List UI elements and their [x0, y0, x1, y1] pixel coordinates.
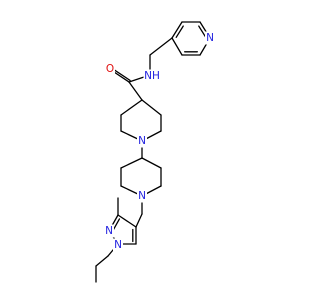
atom-label-bg — [113, 238, 123, 252]
atom-label-bg — [137, 189, 147, 203]
bond-19 — [120, 157, 143, 169]
atom-label-bg — [143, 69, 161, 83]
bond-2 — [171, 37, 183, 56]
bond-6 — [128, 81, 143, 101]
bond-22 — [117, 214, 137, 228]
double-bond-38 — [112, 218, 121, 231]
atom-label-n2: N — [138, 190, 146, 202]
double-bond-30 — [198, 25, 207, 38]
bond-3 — [149, 37, 173, 56]
bond-7 — [141, 99, 162, 116]
atom-label-o1: O — [106, 63, 114, 75]
bond-33 — [171, 21, 183, 39]
atom-label-bg — [105, 62, 115, 76]
double-bond-34 — [175, 25, 184, 38]
double-bond-36 — [111, 67, 131, 82]
atom-label-nh: NH — [144, 70, 160, 82]
atom-label-bg — [137, 134, 147, 148]
atom-label-n1: N — [138, 135, 146, 147]
atom-label-npz2: N — [105, 225, 113, 237]
atom-label-bg — [104, 224, 114, 238]
bond-12 — [120, 99, 143, 116]
atom-label-bg — [205, 31, 215, 45]
bond-21 — [135, 213, 143, 228]
atom-label-npy: N — [206, 32, 214, 44]
bond-14 — [141, 157, 162, 169]
bond-27 — [95, 255, 109, 267]
atom-label-npz1: N — [114, 239, 122, 251]
